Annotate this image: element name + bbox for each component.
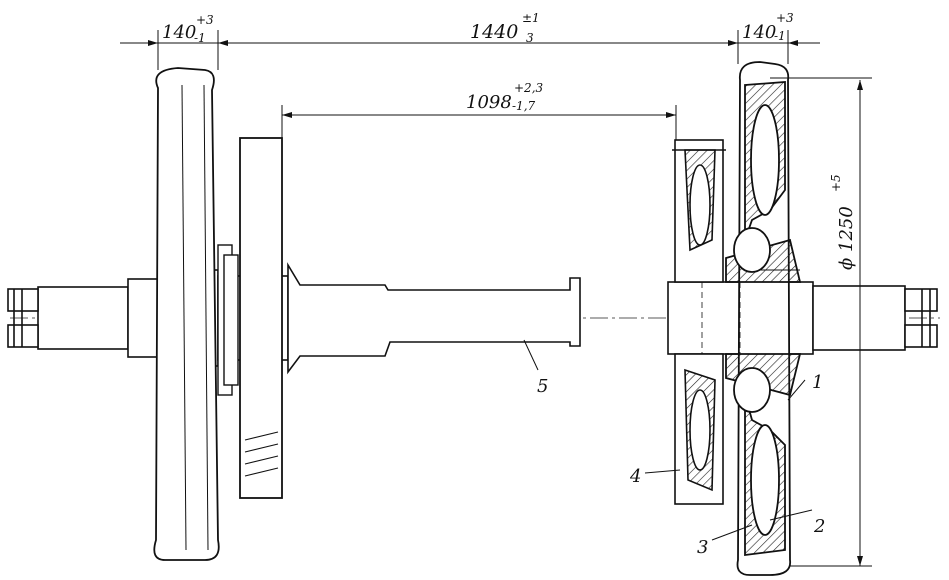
svg-text:-1,7: -1,7 (512, 99, 536, 113)
dim-diameter: ϕ 1250 +5 (829, 174, 857, 270)
dimension-arrows (148, 40, 863, 566)
svg-text:1098: 1098 (466, 92, 512, 113)
dim-right-rim: 140 +3 -1 (742, 11, 794, 43)
leader-lines (523, 339, 813, 541)
svg-text:+5: +5 (829, 174, 843, 192)
svg-text:+2,3: +2,3 (514, 81, 544, 95)
svg-text:3: 3 (526, 31, 534, 45)
svg-text:1440: 1440 (470, 21, 518, 43)
dim-gear-span: 1098 +2,3 -1,7 (466, 81, 544, 113)
callout-5: 5 (537, 376, 548, 397)
svg-text:ϕ 1250: ϕ 1250 (836, 206, 857, 270)
callout-4: 4 (629, 466, 641, 487)
svg-text:±1: ±1 (522, 11, 540, 25)
left-hub-collar (217, 244, 239, 396)
dimension-lines (120, 30, 872, 567)
brake-disc (239, 137, 283, 499)
left-wheel (153, 67, 220, 561)
dim-left-rim: 140 +3 -1 (162, 13, 214, 45)
svg-text:-1: -1 (774, 29, 786, 43)
callout-1: 1 (812, 372, 823, 393)
svg-text:+3: +3 (776, 11, 794, 25)
right-journal-cap (904, 288, 938, 348)
left-journal-cap (7, 288, 39, 348)
svg-text:+3: +3 (196, 13, 214, 27)
callout-2: 2 (813, 516, 825, 537)
right-wheel (725, 61, 802, 576)
svg-text:-1: -1 (194, 31, 206, 45)
dim-gauge: 1440 ±1 3 (470, 11, 540, 45)
svg-text:140: 140 (742, 22, 776, 43)
hub-section-lines (701, 282, 741, 354)
callout-3: 3 (697, 537, 708, 558)
svg-text:140: 140 (162, 22, 196, 43)
gear-wheel (672, 139, 726, 505)
